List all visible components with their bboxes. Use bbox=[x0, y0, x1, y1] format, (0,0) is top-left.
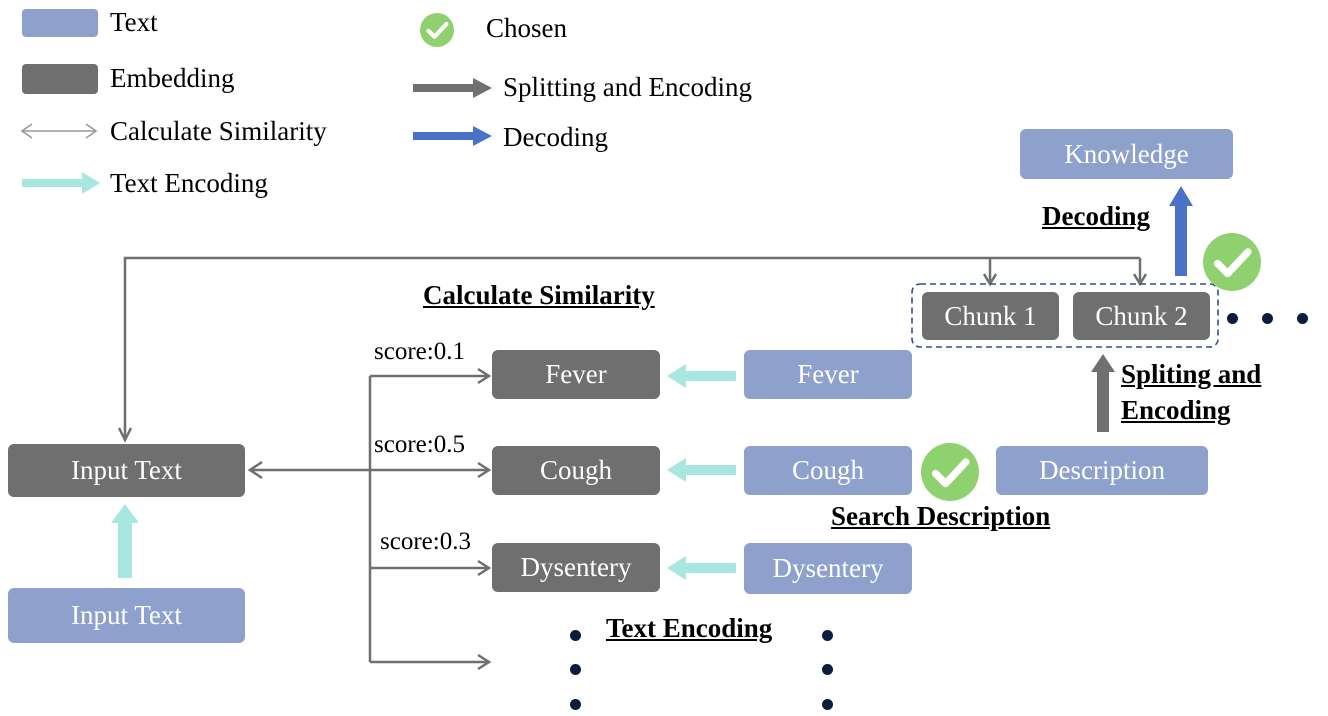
knowledge-text: Knowledge bbox=[1020, 129, 1233, 179]
chunk-group-border bbox=[911, 283, 1219, 348]
vertical-ellipsis-dot bbox=[570, 630, 581, 641]
fever-embedding: Fever bbox=[492, 350, 660, 399]
legend-calc-sim-label: Calculate Similarity bbox=[110, 116, 327, 146]
vertical-ellipsis-dot bbox=[570, 699, 581, 710]
stage-label-spliting-line1: Spliting and bbox=[1121, 359, 1262, 389]
score-dysentery: score:0.3 bbox=[380, 528, 471, 555]
legend-decoding-label: Decoding bbox=[503, 122, 608, 152]
description-text: Description bbox=[996, 446, 1208, 495]
chunk-chosen-check-icon bbox=[1203, 233, 1261, 291]
legend-decoding-arrow bbox=[413, 126, 492, 146]
legend-splitting-label: Splitting and Encoding bbox=[503, 72, 752, 102]
text-encoding-arrows bbox=[111, 364, 736, 580]
legend-splitting-arrow bbox=[413, 78, 492, 98]
cough-chosen-check-icon bbox=[921, 443, 979, 501]
chunk-2: Chunk 2 bbox=[1073, 292, 1210, 340]
score-cough: score:0.5 bbox=[374, 431, 465, 458]
legend-chosen-label: Chosen bbox=[486, 13, 567, 43]
chunk-ellipsis-dot bbox=[1227, 313, 1238, 324]
legend-text-encoding-arrow bbox=[22, 172, 100, 194]
chunk-ellipsis-dot bbox=[1297, 313, 1308, 324]
cough-embedding: Cough bbox=[492, 446, 660, 495]
decoding-arrow bbox=[1169, 186, 1193, 276]
legend-embedding-label: Embedding bbox=[110, 63, 235, 93]
stage-label-text-encoding: Text Encoding bbox=[606, 613, 773, 643]
similarity-connectors bbox=[247, 367, 492, 671]
legend-text-encoding-label: Text Encoding bbox=[110, 168, 268, 198]
legend-embedding-swatch bbox=[22, 64, 98, 94]
stage-label-search-description: Search Description bbox=[831, 501, 1051, 531]
splitting-arrow bbox=[1091, 354, 1115, 432]
input-text-embedding: Input Text bbox=[8, 444, 245, 497]
stage-label-decoding: Decoding bbox=[1042, 201, 1150, 231]
legend-calc-sim-arrow bbox=[20, 123, 98, 139]
fever-text: Fever bbox=[744, 350, 912, 399]
dysentery-embedding: Dysentery bbox=[492, 543, 660, 592]
vertical-ellipsis-dot bbox=[570, 664, 581, 675]
stage-label-spliting-line2: Encoding bbox=[1121, 395, 1231, 425]
vertical-ellipsis-dot bbox=[822, 664, 833, 675]
cough-text: Cough bbox=[744, 446, 912, 495]
input-text: Input Text bbox=[8, 588, 245, 643]
legend-text-label: Text bbox=[110, 7, 158, 37]
chunk-1: Chunk 1 bbox=[922, 292, 1059, 340]
legend-text-swatch bbox=[22, 9, 98, 37]
vertical-ellipsis-dot bbox=[822, 630, 833, 641]
legend-chosen-check-icon bbox=[420, 13, 454, 47]
stage-label-calculate-similarity: Calculate Similarity bbox=[423, 280, 655, 310]
vertical-ellipsis-dot bbox=[822, 699, 833, 710]
dysentery-text: Dysentery bbox=[744, 543, 912, 594]
score-fever: score:0.1 bbox=[374, 338, 465, 365]
chunk-ellipsis-dot bbox=[1262, 313, 1273, 324]
